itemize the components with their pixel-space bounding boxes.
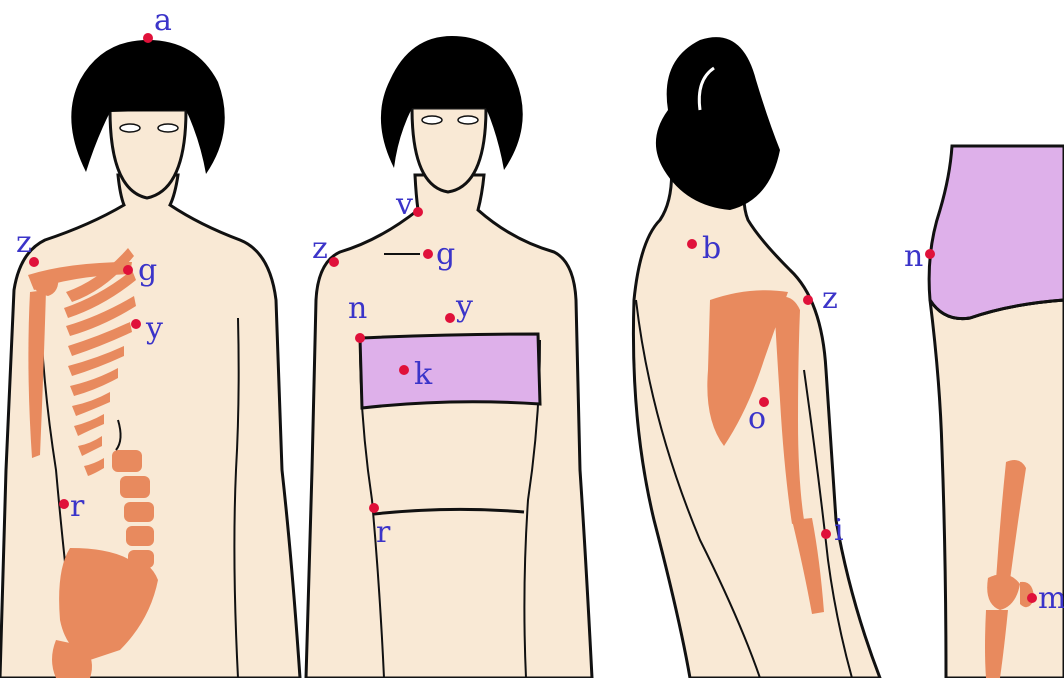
landmark-dot (143, 33, 153, 43)
landmark-dot (355, 333, 365, 343)
landmark-dot (687, 239, 697, 249)
landmark-label: v (395, 187, 413, 222)
left-eye (422, 116, 442, 124)
landmark-dot (131, 319, 141, 329)
landmark-z: z (312, 231, 339, 267)
landmark-dot (445, 313, 455, 323)
landmark-a: a (143, 3, 172, 43)
figure-back (633, 37, 880, 678)
landmark-label: k (414, 357, 433, 392)
landmark-label: y (455, 289, 473, 324)
landmark-label: n (904, 239, 923, 274)
landmark-o: o (748, 397, 769, 436)
landmark-label: n (348, 291, 367, 326)
landmark-dot (803, 295, 813, 305)
landmark-label: g (138, 253, 157, 288)
right-eye (458, 116, 478, 124)
landmark-dot (821, 529, 831, 539)
landmark-label: y (145, 311, 163, 346)
landmark-label: r (70, 489, 85, 524)
figure-front-band (306, 36, 592, 678)
landmark-label: m (1038, 581, 1064, 616)
landmark-label: a (154, 3, 172, 38)
landmark-label: z (16, 225, 32, 260)
landmark-dot (59, 499, 69, 509)
landmark-dot (423, 249, 433, 259)
landmark-dot (399, 365, 409, 375)
hip-band (929, 146, 1064, 319)
landmark-dot (329, 257, 339, 267)
landmark-dot (925, 249, 935, 259)
landmark-label: o (748, 401, 766, 436)
landmark-label: b (702, 231, 721, 266)
landmark-label: z (312, 231, 328, 266)
landmark-dot (369, 503, 379, 513)
landmark-dot (1027, 593, 1037, 603)
landmark-dot (123, 265, 133, 275)
landmark-label: r (376, 515, 391, 550)
bust-band (360, 334, 540, 408)
left-eye (120, 124, 140, 132)
landmark-label: z (822, 281, 838, 316)
landmark-label: i (834, 513, 844, 548)
landmark-label: g (436, 237, 455, 272)
landmark-dot (413, 207, 423, 217)
right-eye (158, 124, 178, 132)
figure-front-skeleton (0, 40, 300, 678)
